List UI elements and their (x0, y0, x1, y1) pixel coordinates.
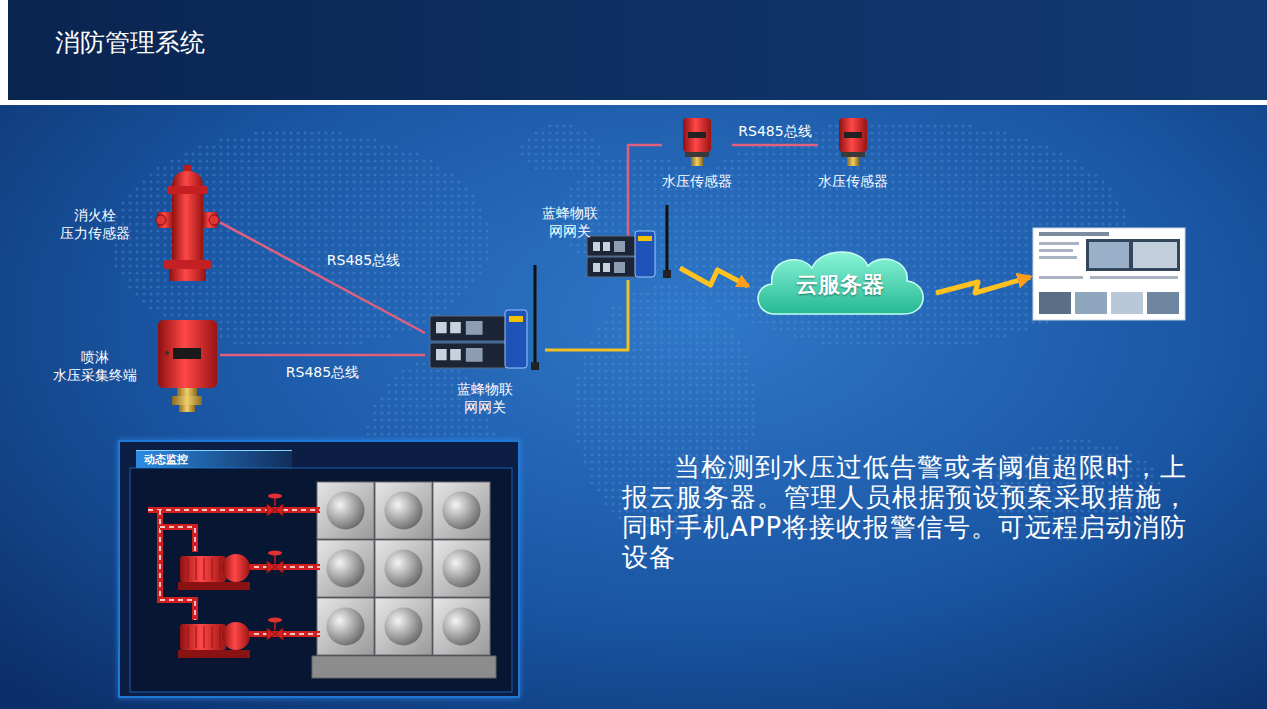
stage: 消防管理系统当检测到水压过低告警或者阈值超限时，上报云服务器。管理人员根据预设预… (0, 0, 1267, 709)
